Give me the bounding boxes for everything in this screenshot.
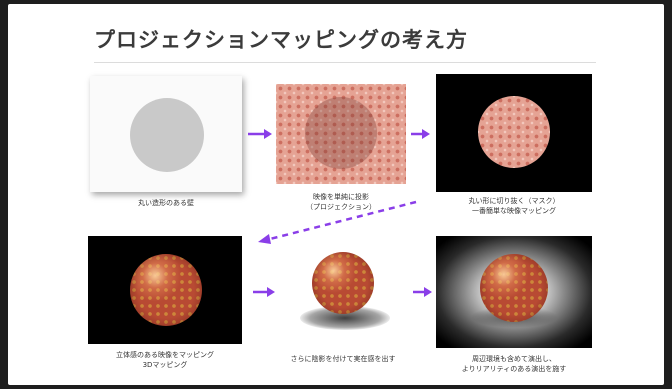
caption-plain-wall: 丸い造形のある壁 <box>90 198 242 208</box>
round-form <box>130 98 204 172</box>
masked-circle <box>478 96 550 168</box>
caption-line: よりリアリティのある演出を施す <box>461 365 567 373</box>
panel-plain-wall <box>90 76 242 192</box>
shaded-sphere <box>312 252 374 314</box>
caption-line: 丸い造形のある壁 <box>138 199 194 207</box>
arrow-right-1 <box>248 129 272 139</box>
panel-simple-projection <box>276 84 406 184</box>
caption-line: （プロジェクション） <box>306 203 376 211</box>
caption-line: 映像を単純に投影 <box>313 193 369 201</box>
panel-3d-mapping <box>88 236 242 344</box>
arrow-right-4 <box>413 287 432 297</box>
arrow-diagonal-dashed <box>258 200 417 244</box>
arrow-right-3 <box>253 287 275 297</box>
caption-environment: 周辺環境も含めて演出し、 よりリアリティのある演出を施す <box>429 354 599 374</box>
panel-environment <box>436 236 592 348</box>
mapped-sphere <box>130 254 202 326</box>
caption-masked-circle: 丸い形に切り抜く（マスク） 一番簡単な映像マッピング <box>429 196 599 216</box>
slide: プロジェクションマッピングの考え方 丸い造形のある壁 映像を単純に投影 （プロジ… <box>8 4 664 385</box>
panel-shaded-sphere <box>284 244 402 344</box>
environment-sphere <box>480 254 548 322</box>
slide-title: プロジェクションマッピングの考え方 <box>94 28 468 52</box>
caption-3d-mapping: 立体感のある映像をマッピング 3Dマッピング <box>80 350 250 370</box>
caption-line: 周辺環境も含めて演出し、 <box>472 355 556 363</box>
title-divider <box>94 62 596 63</box>
flow-arrows <box>248 129 432 297</box>
caption-line: 一番簡単な映像マッピング <box>472 207 556 215</box>
panel-masked-circle <box>436 74 592 192</box>
caption-line: さらに陰影を付けて実在感を出す <box>290 355 396 363</box>
arrow-right-2 <box>411 129 430 139</box>
caption-shaded-sphere: さらに陰影を付けて実在感を出す <box>263 354 423 364</box>
caption-line: 丸い形に切り抜く（マスク） <box>468 197 560 205</box>
round-form-under-projection <box>305 97 377 169</box>
caption-simple-projection: 映像を単純に投影 （プロジェクション） <box>266 192 416 212</box>
caption-line: 立体感のある映像をマッピング <box>116 351 214 359</box>
caption-line: 3Dマッピング <box>142 361 188 369</box>
